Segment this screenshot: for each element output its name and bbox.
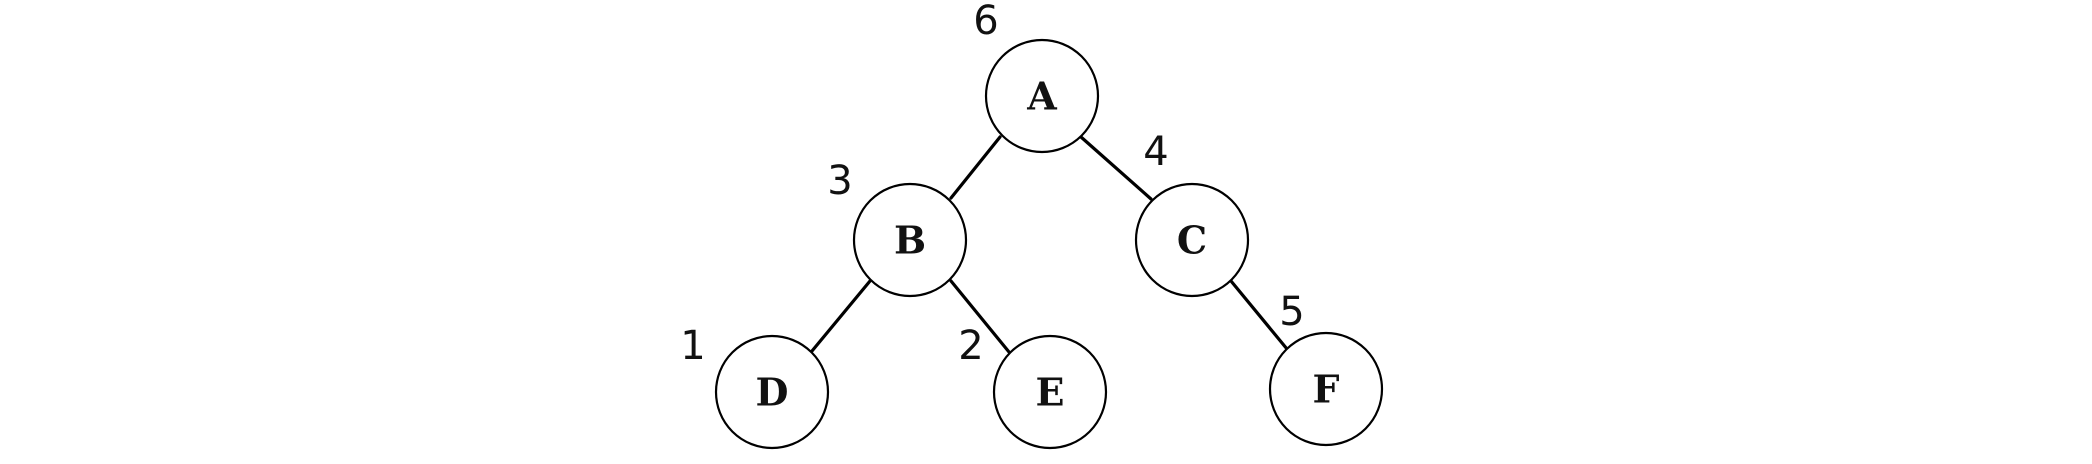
- node-e-circle: [992, 334, 1108, 450]
- node-e-order: 2: [958, 323, 983, 369]
- node-d: D 1: [680, 323, 830, 450]
- node-c: C 4: [1134, 129, 1250, 298]
- node-f-circle: [1268, 331, 1384, 447]
- node-f: F 5: [1268, 289, 1384, 447]
- node-a-circle: [984, 38, 1100, 154]
- edge-b-d: [810, 279, 872, 353]
- node-c-circle: [1134, 182, 1250, 298]
- node-b-circle: [852, 182, 968, 298]
- edge-b-e: [949, 279, 1011, 354]
- node-d-order: 1: [680, 323, 705, 369]
- node-b-label: B: [894, 218, 926, 263]
- node-d-label: D: [756, 370, 789, 415]
- edge-a-c: [1079, 135, 1153, 201]
- node-a: A 6: [973, 0, 1100, 154]
- node-e-label: E: [1036, 370, 1065, 415]
- edge-a-b: [949, 135, 1002, 200]
- node-a-label: A: [1026, 74, 1057, 119]
- node-e: E 2: [958, 323, 1108, 450]
- node-c-order: 4: [1143, 129, 1168, 175]
- edge-c-f: [1229, 279, 1289, 351]
- node-a-order: 6: [973, 0, 998, 44]
- node-d-circle: [714, 334, 830, 450]
- node-f-order: 5: [1279, 289, 1304, 335]
- node-b-order: 3: [827, 158, 852, 204]
- node-b: B 3: [827, 158, 968, 298]
- node-f-label: F: [1313, 367, 1340, 412]
- node-c-label: C: [1177, 218, 1207, 263]
